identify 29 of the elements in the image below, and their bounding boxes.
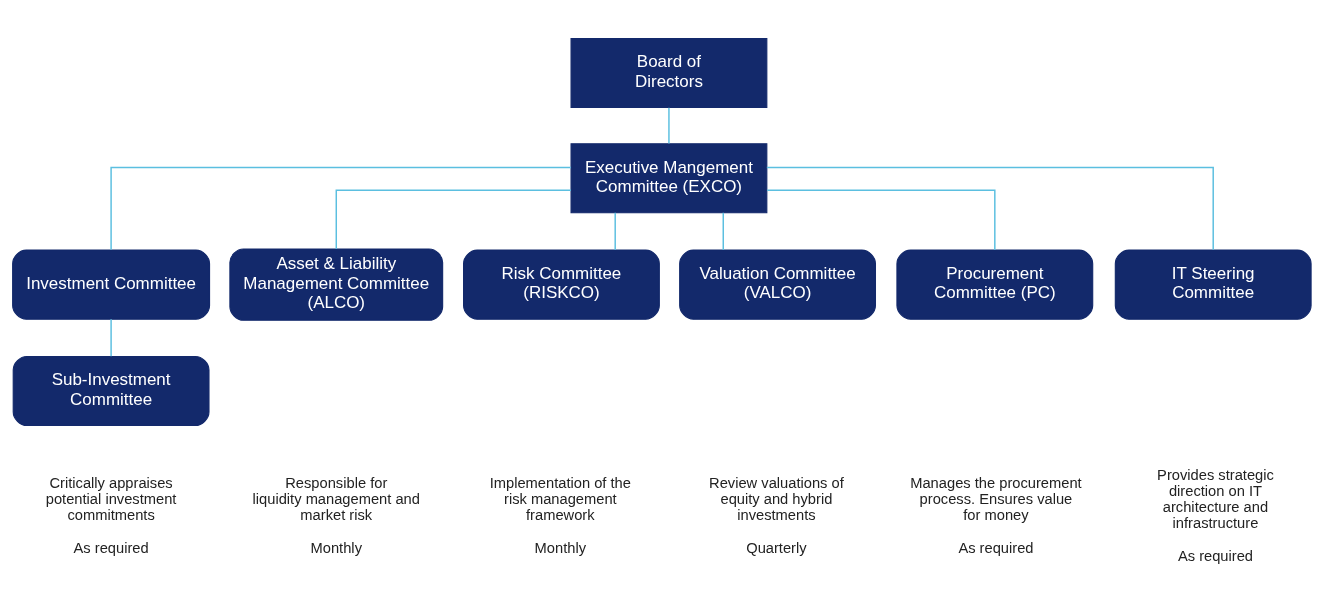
- node-box: Sub-Investment Committee: [12, 355, 210, 426]
- node-label: Manages the procurement process. Ensures value for money: [910, 474, 1082, 523]
- node-label: Monthly: [534, 539, 587, 556]
- connector: [335, 188, 572, 250]
- connector: [668, 106, 670, 144]
- node-label: Responsible for liquidity management and market risk: [252, 474, 420, 523]
- connector: [766, 166, 1214, 251]
- node-label: Implementation of the risk management framework: [489, 474, 631, 523]
- node-box: Investment Committee: [12, 249, 211, 320]
- connector: [766, 188, 996, 251]
- node-label: Critically appraises potential investment commitments: [45, 474, 177, 523]
- node-box: Risk Committee (RISKCO): [463, 249, 660, 320]
- node-label: As required: [1177, 547, 1254, 564]
- node-box: IT Steering Committee: [1114, 249, 1312, 320]
- node-label: Review valuations of equity and hybrid investments: [709, 474, 844, 523]
- node-label: Quarterly: [746, 539, 807, 556]
- node-label: As required: [958, 539, 1034, 556]
- node-label: Monthly: [310, 539, 362, 556]
- node-label: Provides strategic direction on IT architecture and infrastructure: [1157, 466, 1274, 531]
- node-box: Asset & Liability Management Committee (ALCO): [229, 247, 444, 321]
- node-box: Procurement Committee (PC): [896, 249, 1094, 320]
- connector: [614, 211, 616, 251]
- connector: [110, 317, 112, 357]
- node-box: Valuation Committee (VALCO): [679, 249, 876, 320]
- connector: [110, 166, 572, 251]
- node-box: Board of Directors: [570, 37, 768, 108]
- node-box: Executive Mangement Committee (EXCO): [570, 142, 768, 213]
- connector: [722, 211, 724, 251]
- node-label: As required: [73, 539, 149, 556]
